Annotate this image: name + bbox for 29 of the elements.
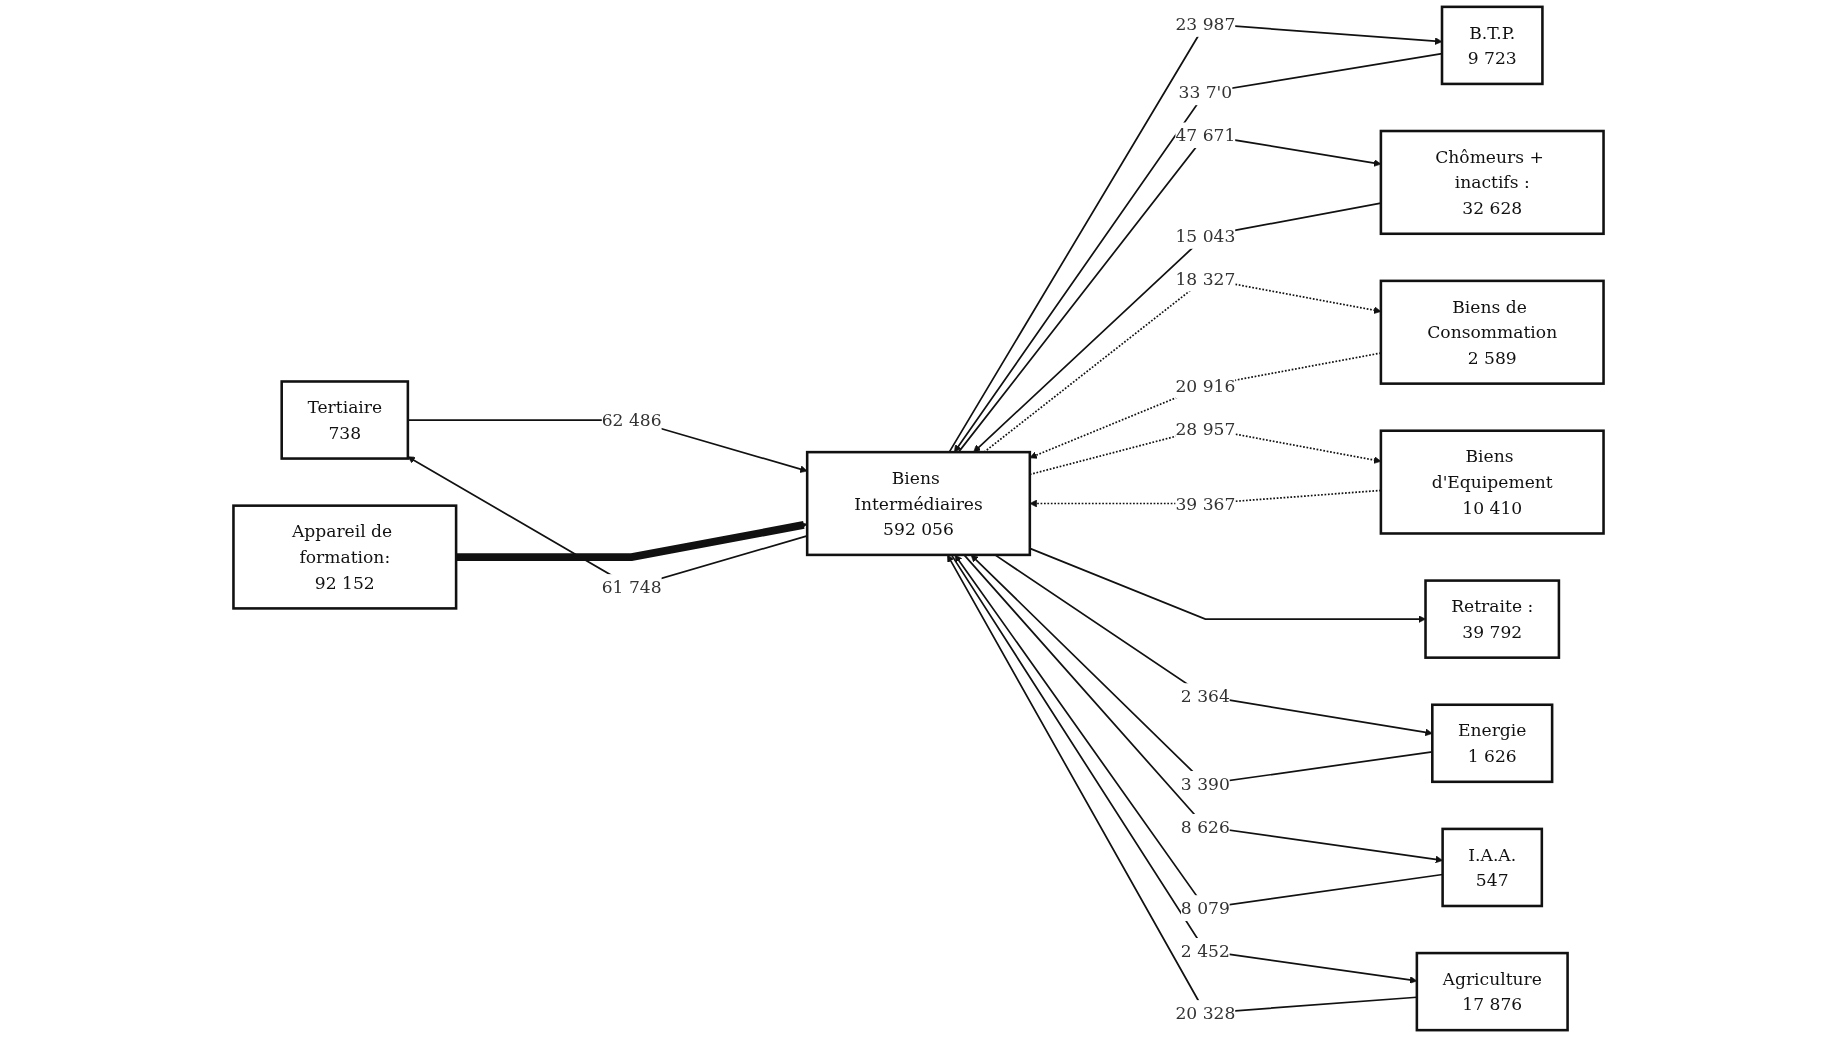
node-box: Chômeurs + inactifs : 32 628: [1379, 129, 1605, 236]
edge-label: 33 7'0: [1178, 82, 1233, 103]
node-box: Biens d'Equipement 10 410: [1379, 429, 1605, 535]
node-box: Energie 1 626: [1431, 703, 1554, 784]
edge-label: 28 957: [1175, 418, 1236, 439]
node-box: Appareil de formation: 92 152: [232, 504, 458, 610]
edge-label: 20 328: [1175, 1002, 1236, 1024]
edge-label: 62 486: [601, 409, 662, 431]
node-box: Biens de Consommation 2 589: [1379, 279, 1605, 385]
edge-label: 2 452: [1180, 940, 1230, 962]
edge-label: 18 327: [1175, 268, 1236, 290]
node-box: Agriculture 17 876: [1415, 951, 1569, 1032]
edge-label: 20 916: [1175, 375, 1236, 397]
edge-label: 2 364: [1180, 685, 1230, 707]
edge-label: 47 671: [1175, 125, 1236, 146]
node-box: I.A.A. 547: [1441, 827, 1544, 908]
edge-label: 15 043: [1175, 225, 1236, 247]
node-box: Biens Intermédiaires 592 056: [805, 450, 1032, 557]
edge-label: 61 748: [601, 576, 662, 598]
edge-label: 3 390: [1180, 773, 1230, 795]
edge-label: 23 987: [1175, 13, 1236, 35]
node-box: B.T.P. 9 723: [1440, 5, 1544, 86]
node-box: Retraite : 39 792: [1424, 579, 1561, 659]
arrow: [994, 554, 1433, 737]
edge-label: 39 367: [1175, 493, 1236, 514]
edge-label: 8 626: [1180, 816, 1230, 838]
arrow: [456, 521, 808, 561]
node-box: Tertiaire 738: [280, 380, 410, 460]
edge-label: 8 079: [1180, 897, 1230, 919]
